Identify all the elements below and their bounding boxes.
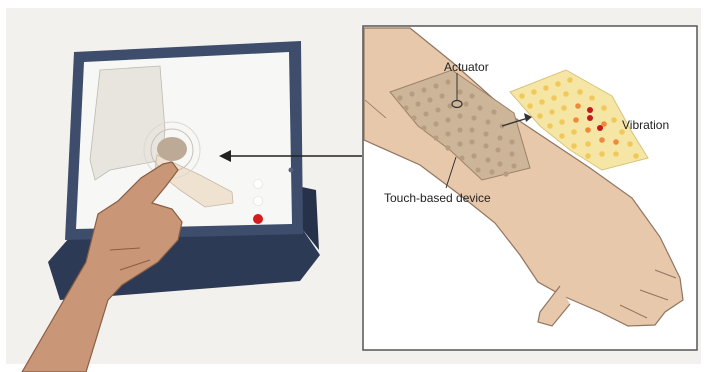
tablet <box>65 41 303 240</box>
touch-device-label: Touch-based device <box>384 191 504 205</box>
vibration-label: Vibration <box>622 118 669 132</box>
actuator-label: Actuator <box>444 60 489 74</box>
